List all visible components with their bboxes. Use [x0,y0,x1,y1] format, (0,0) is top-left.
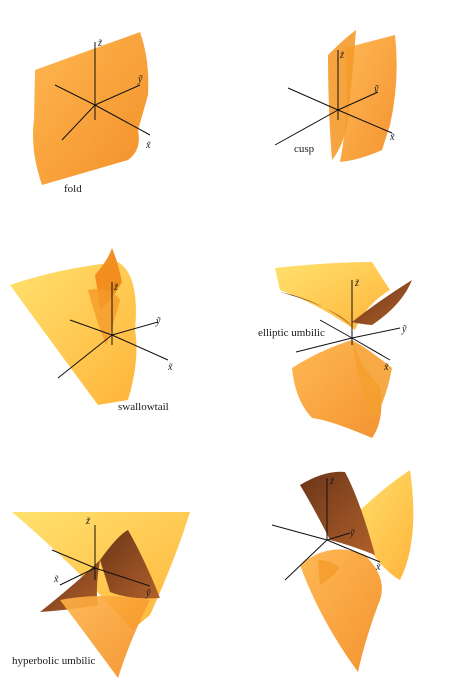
swallowtail-caption: swallowtail [118,401,169,413]
parabolic-right-sheet [350,470,414,580]
elliptic-x-label: x̃ [383,362,389,373]
swallowtail-y-axis [111,321,159,336]
cusp-surface-back [340,35,397,162]
parabolic-x-label: x̃ [375,562,381,573]
fold-y-label: ỹ [137,74,143,85]
cusp-z-label: z̃ [339,50,344,61]
fold-x-label: x̃ [145,140,151,151]
hyperbolic-z-label: z̃ [85,516,90,527]
hyperbolic-x-axis [59,567,96,586]
parabolic-lower-sheet [300,549,382,672]
parabolic-neg-axis [271,524,328,541]
panel-elliptic-umbilic: z̃ ỹ x̃ elliptic umbilic [258,262,412,438]
hyperbolic-y-label: ỹ [145,588,151,599]
cusp-y-label: ỹ [373,84,379,95]
elliptic-neg-axis [295,337,353,353]
fold-surface [33,32,149,185]
parabolic-y-label: ỹ [349,528,355,539]
panel-parabolic-umbilic: z̃ ỹ x̃ [271,470,414,672]
hyperbolic-caption: hyperbolic umbilic [12,655,96,667]
cusp-x-axis [337,109,393,134]
panel-hyperbolic-umbilic: z̃ ỹ x̃ hyperbolic umbilic [12,512,190,678]
elliptic-z-label: z̃ [354,278,359,289]
panel-fold: z̃ ỹ x̃ fold [33,32,151,195]
panel-cusp: z̃ ỹ x̃ cusp [274,30,397,162]
parabolic-neg-axis-2 [284,539,328,581]
elliptic-upper-fold-right [352,280,412,325]
elliptic-caption: elliptic umbilic [258,327,325,339]
swallowtail-z-label: z̃ [113,282,118,293]
cusp-x-label: x̃ [389,132,395,143]
cusp-neg-axis [287,87,339,111]
elliptic-neg-axis-2 [319,319,353,339]
fold-y-axis [94,84,141,106]
swallowtail-x-label: x̃ [167,362,173,373]
hyperbolic-y-axis [94,567,151,587]
parabolic-x-axis [326,539,381,563]
swallowtail-neg-axis-2 [57,334,113,379]
cusp-caption: cusp [294,143,315,155]
panel-swallowtail: z̃ ỹ x̃ swallowtail [10,248,173,413]
hyperbolic-neg-axis [51,549,96,569]
cusp-y-axis [337,91,379,111]
cusp-neg-axis-2 [274,109,339,146]
fold-neg-axis [54,84,96,106]
elliptic-y-axis [351,327,401,339]
swallowtail-neg-axis [69,319,113,336]
parabolic-dark-sheet [300,471,375,555]
hyperbolic-x-label: x̃ [53,574,59,585]
hyperbolic-right-wing [100,530,160,599]
hyperbolic-lower-sheet [60,596,150,678]
parabolic-z-label: z̃ [329,476,334,487]
elliptic-y-label: ỹ [401,324,407,335]
fold-x-axis [94,104,151,136]
fold-neg-axis-2 [61,104,96,141]
swallowtail-x-axis [111,334,169,361]
cusp-surface-front [328,30,356,160]
swallowtail-y-label: ỹ [155,316,161,327]
parabolic-y-axis [326,532,351,541]
parabolic-left-tongue [318,560,340,585]
elliptic-upper-sheet [275,262,390,330]
fold-z-label: z̃ [97,38,102,49]
elliptic-x-axis [351,337,391,361]
fold-caption: fold [64,183,82,195]
elliptic-lower-lobe [352,340,392,420]
